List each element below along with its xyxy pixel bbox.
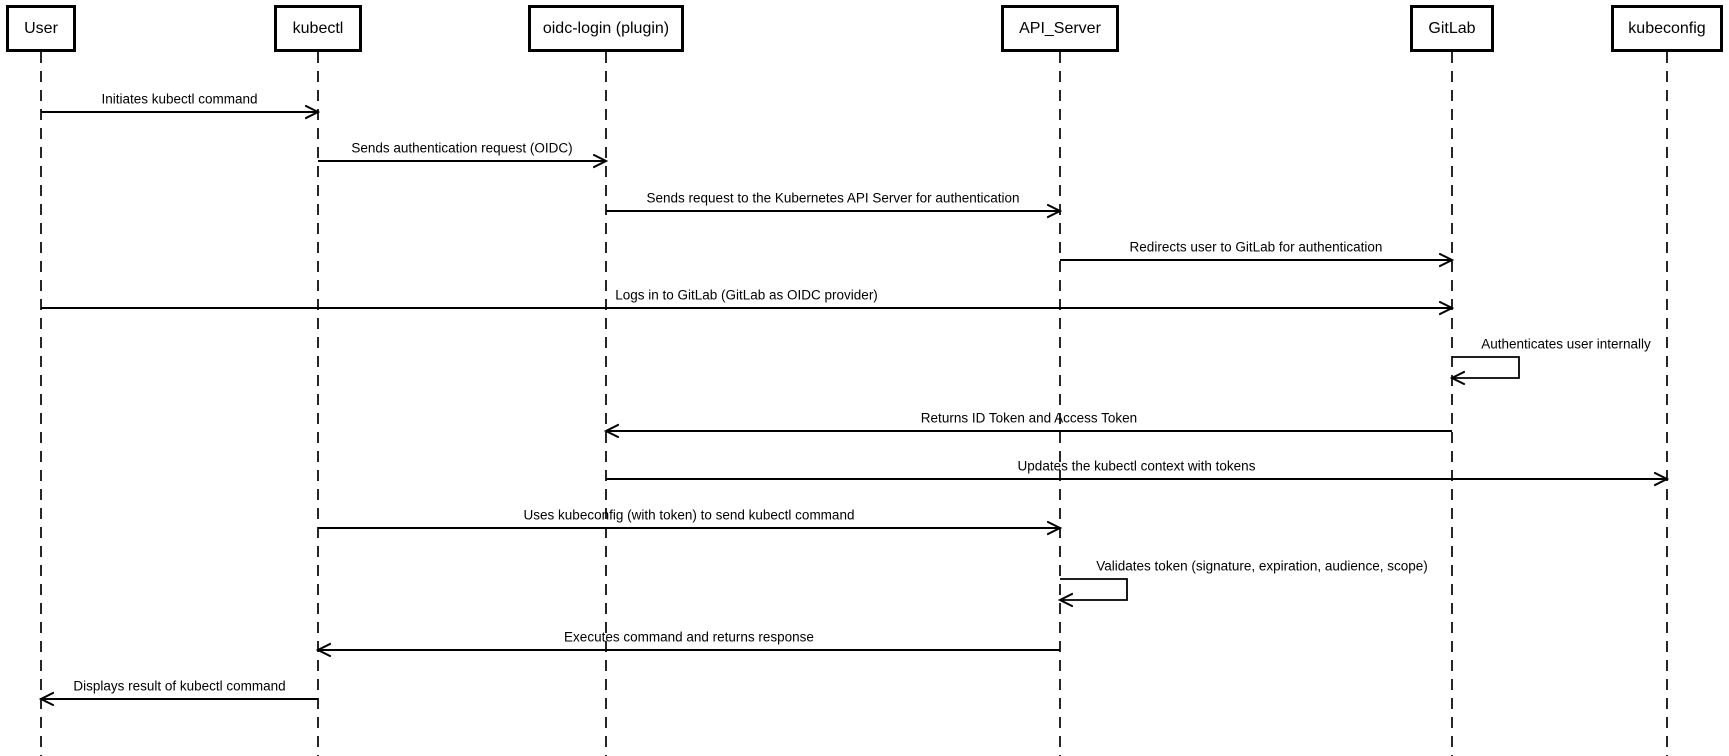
actor-api_server: API_Server	[1001, 5, 1119, 52]
actor-user: User	[6, 5, 76, 52]
message-label-8: Updates the kubectl context with tokens	[1017, 458, 1256, 474]
self-message-line-6	[1452, 356, 1520, 378]
message-label-4: Redirects user to GitLab for authenticat…	[1129, 239, 1383, 255]
message-label-10: Validates token (signature, expiration, …	[1096, 558, 1428, 574]
actor-kubeconfig: kubeconfig	[1611, 5, 1723, 52]
message-label-11: Executes command and returns response	[564, 629, 814, 645]
message-label-7: Returns ID Token and Access Token	[920, 410, 1138, 426]
actor-label-oidc_login: oidc-login (plugin)	[542, 19, 670, 37]
self-message-line-10	[1060, 578, 1128, 600]
actor-kubectl: kubectl	[274, 5, 362, 52]
message-label-5: Logs in to GitLab (GitLab as OIDC provid…	[615, 287, 878, 303]
message-label-1: Initiates kubectl command	[101, 91, 258, 107]
actor-label-kubectl: kubectl	[292, 19, 344, 37]
actor-label-kubeconfig: kubeconfig	[1628, 19, 1706, 37]
message-label-3: Sends request to the Kubernetes API Serv…	[646, 190, 1020, 206]
message-label-2: Sends authentication request (OIDC)	[351, 140, 573, 156]
actor-label-user: User	[24, 19, 58, 37]
actor-oidc_login: oidc-login (plugin)	[528, 5, 684, 52]
message-label-9: Uses kubeconfig (with token) to send kub…	[523, 507, 855, 523]
actor-label-gitlab: GitLab	[1428, 19, 1476, 37]
message-label-12: Displays result of kubectl command	[73, 678, 286, 694]
message-label-6: Authenticates user internally	[1481, 336, 1651, 352]
actor-gitlab: GitLab	[1410, 5, 1494, 52]
actor-label-api_server: API_Server	[1019, 19, 1101, 37]
